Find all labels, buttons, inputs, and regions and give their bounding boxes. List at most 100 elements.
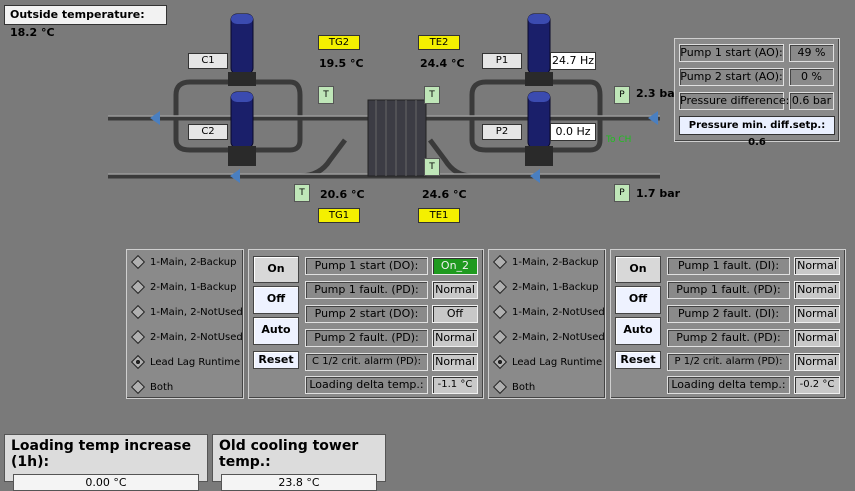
- pressure-low-value: 1.7 bar: [636, 187, 681, 200]
- pump1-start-do-label: Pump 1 start (DO):: [305, 257, 428, 275]
- temperature-sensor-icon: T: [424, 158, 440, 176]
- pump1-fault-pd-label: Pump 1 fault. (PD):: [305, 281, 428, 299]
- pump-p1-unit: [525, 13, 553, 86]
- pump1-fault-pd-label: Pump 1 fault. (PD):: [667, 281, 790, 299]
- heat-exchanger: [367, 99, 427, 177]
- chiller-c2-label[interactable]: C2: [188, 124, 228, 140]
- tg1-tag: TG1: [318, 208, 360, 223]
- radio-diamond-icon: [492, 379, 508, 395]
- mode-option[interactable]: 2-Main, 1-Backup: [130, 279, 236, 295]
- mode-option[interactable]: 2-Main, 1-Backup: [492, 279, 598, 295]
- flow-arrow-left-bottom: [230, 169, 240, 183]
- radio-diamond-icon: [130, 329, 146, 345]
- pump2-fault-pd-value: Normal: [432, 329, 478, 347]
- loading-temp-increase-value: 0.00 °C: [13, 474, 199, 491]
- mode-option[interactable]: 2-Main, 2-NotUsed: [492, 329, 605, 345]
- pump1-fault-di-value: Normal: [794, 257, 840, 275]
- pump1-fault-pd-value: Normal: [794, 281, 840, 299]
- mode-selector-left: [126, 249, 244, 399]
- old-cooling-tower-value: 23.8 °C: [221, 474, 377, 491]
- loading-temp-increase-title: Loading temp increase (1h):: [11, 438, 192, 470]
- loading-temp-increase-box: Loading temp increase (1h): 0.00 °C: [4, 434, 208, 491]
- pump1-start-ao-label: Pump 1 start (AO):: [679, 44, 784, 62]
- tg1-value: 20.6 °C: [320, 188, 365, 201]
- radio-diamond-icon: [130, 279, 146, 295]
- reset-button[interactable]: Reset: [615, 351, 661, 369]
- pump1-start-do-value: On_2: [432, 257, 478, 275]
- pump-crit-alarm-value: Normal: [794, 353, 840, 371]
- auto-button[interactable]: Auto: [253, 317, 299, 345]
- flow-arrows: [150, 111, 658, 183]
- pump-p2-unit: [525, 91, 553, 166]
- radio-diamond-icon: [492, 254, 508, 270]
- mode-option[interactable]: Both: [492, 379, 535, 395]
- mode-selector-right: [488, 249, 606, 399]
- pump2-fault-pd-value: Normal: [794, 329, 840, 347]
- radio-diamond-selected-icon: [130, 354, 146, 370]
- flow-arrow-right-bottom: [530, 169, 540, 183]
- pump2-start-ao-label: Pump 2 start (AO):: [679, 68, 784, 86]
- mode-option[interactable]: 1-Main, 2-NotUsed: [130, 304, 243, 320]
- chiller-c1-unit: [228, 13, 256, 86]
- on-button[interactable]: On: [253, 256, 299, 283]
- pressure-high-value: 2.3 bar: [636, 87, 681, 100]
- off-button[interactable]: Off: [615, 286, 661, 314]
- radio-diamond-icon: [492, 304, 508, 320]
- pump2-fault-pd-label: Pump 2 fault. (PD):: [305, 329, 428, 347]
- pump1-fault-pd-value: Normal: [432, 281, 478, 299]
- on-button[interactable]: On: [615, 256, 661, 283]
- pump-p1-label[interactable]: P1: [482, 53, 522, 69]
- pump1-start-ao-value: 49 %: [789, 44, 834, 62]
- temperature-sensor-icon: T: [294, 184, 310, 202]
- reset-button[interactable]: Reset: [253, 351, 299, 369]
- outside-temperature-display: Outside temperature: 18.2 °C: [4, 5, 167, 39]
- flow-arrow-left-top: [150, 111, 160, 125]
- radio-diamond-icon: [492, 329, 508, 345]
- chiller-crit-alarm-value: Normal: [432, 353, 478, 371]
- radio-diamond-icon: [130, 254, 146, 270]
- te1-value: 24.6 °C: [422, 188, 467, 201]
- pressure-sensor-icon: P: [614, 184, 630, 202]
- flow-arrow-right-top: [648, 111, 658, 125]
- mode-option[interactable]: 1-Main, 2-NotUsed: [492, 304, 605, 320]
- pump-crit-alarm-label: P 1/2 crit. alarm (PD):: [667, 353, 790, 371]
- pump1-fault-di-label: Pump 1 fault. (DI):: [667, 257, 790, 275]
- pump2-fault-di-label: Pump 2 fault. (DI):: [667, 305, 790, 323]
- mode-option-selected[interactable]: Lead Lag Runtime: [130, 354, 240, 370]
- radio-diamond-icon: [492, 279, 508, 295]
- old-cooling-tower-title: Old cooling tower temp.:: [219, 438, 359, 470]
- loading-delta-temp-label: Loading delta temp.:: [667, 376, 790, 394]
- pump-p1-frequency: 24.7 Hz: [550, 52, 596, 70]
- pump2-start-ao-value: 0 %: [789, 68, 834, 86]
- loading-delta-temp-label: Loading delta temp.:: [305, 376, 428, 394]
- radio-diamond-selected-icon: [492, 354, 508, 370]
- mode-option[interactable]: 1-Main, 2-Backup: [130, 254, 236, 270]
- pressure-difference-value: 0.6 bar: [789, 92, 834, 110]
- loading-delta-temp-value: -1.1 °C: [432, 376, 478, 394]
- loading-delta-temp-value: -0.2 °C: [794, 376, 840, 394]
- pressure-difference-label: Pressure difference:: [679, 92, 789, 110]
- pump-p2-label[interactable]: P2: [482, 124, 522, 140]
- auto-button[interactable]: Auto: [615, 317, 661, 345]
- pump-p2-frequency: 0.0 Hz: [550, 123, 596, 141]
- chiller-c1-label[interactable]: C1: [188, 53, 228, 69]
- temperature-sensor-icon: T: [424, 86, 440, 104]
- radio-diamond-icon: [130, 304, 146, 320]
- tg2-tag: TG2: [318, 35, 360, 50]
- pump2-fault-di-value: Normal: [794, 305, 840, 323]
- temperature-sensor-icon: T: [318, 86, 334, 104]
- te2-value: 24.4 °C: [420, 57, 465, 70]
- piping-diagram: [108, 13, 660, 183]
- to-ch-label: To CH: [606, 135, 632, 145]
- pump2-start-do-label: Pump 2 start (DO):: [305, 305, 428, 323]
- chiller-crit-alarm-label: C 1/2 crit. alarm (PD):: [305, 353, 428, 371]
- pressure-sensor-icon: P: [614, 86, 630, 104]
- mode-option-selected[interactable]: Lead Lag Runtime: [492, 354, 602, 370]
- pressure-setpoint-field[interactable]: Pressure min. diff.setp.: 0.6: [679, 116, 835, 148]
- off-button[interactable]: Off: [253, 286, 299, 314]
- radio-diamond-icon: [130, 379, 146, 395]
- mode-option[interactable]: 2-Main, 2-NotUsed: [130, 329, 243, 345]
- mode-option[interactable]: Both: [130, 379, 173, 395]
- mode-option[interactable]: 1-Main, 2-Backup: [492, 254, 598, 270]
- tg2-value: 19.5 °C: [319, 57, 364, 70]
